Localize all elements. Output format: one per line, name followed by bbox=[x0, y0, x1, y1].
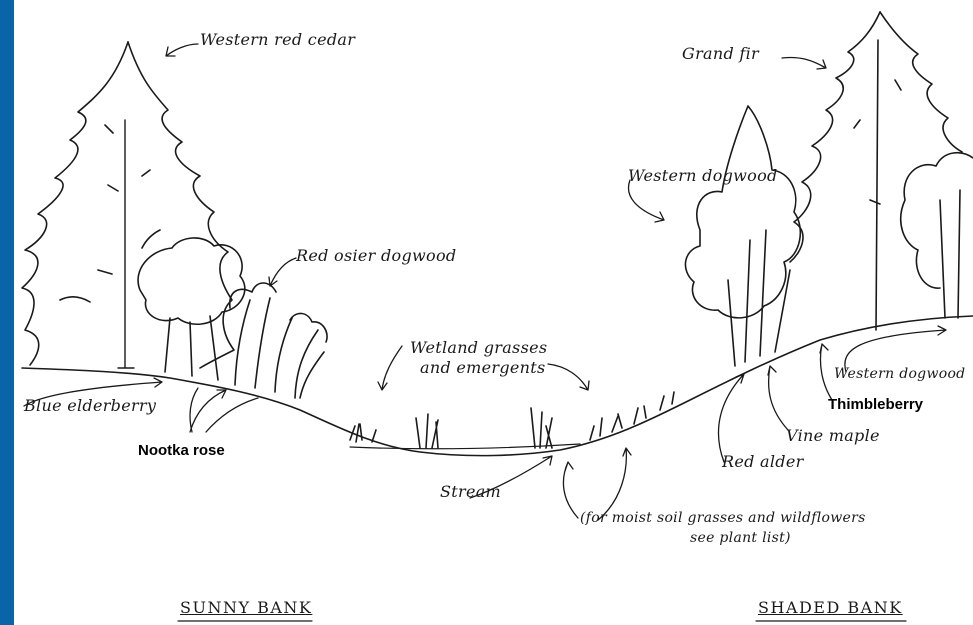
label-stream: Stream bbox=[440, 482, 501, 501]
label-red-osier-dogwood: Red osier dogwood bbox=[296, 246, 456, 265]
wetland-grasses bbox=[350, 392, 674, 448]
label-western-dogwood-right: Western dogwood bbox=[834, 366, 965, 382]
label-western-red-cedar: Western red cedar bbox=[200, 30, 355, 49]
label-moist-soil-line2: see plant list) bbox=[690, 530, 791, 546]
label-red-alder: Red alder bbox=[722, 452, 804, 471]
label-vine-maple: Vine maple bbox=[786, 426, 880, 445]
label-sunny-bank: SUNNY BANK bbox=[180, 598, 312, 617]
label-blue-elderberry: Blue elderberry bbox=[24, 396, 156, 415]
label-thimbleberry: Thimbleberry bbox=[828, 396, 923, 413]
label-nootka-rose: Nootka rose bbox=[138, 442, 225, 459]
grand-fir-tree bbox=[790, 12, 962, 330]
red-osier-dogwood-shrubs bbox=[230, 283, 327, 398]
label-moist-soil-line1: (for moist soil grasses and wildflowers bbox=[580, 510, 866, 526]
label-grand-fir: Grand fir bbox=[682, 44, 759, 63]
label-shaded-bank: SHADED BANK bbox=[758, 598, 903, 617]
label-wetland-grasses-line2: and emergents bbox=[420, 358, 546, 377]
western-dogwood-tree bbox=[685, 106, 800, 366]
label-wetland-grasses-line1: Wetland grasses bbox=[410, 338, 547, 357]
label-western-dogwood-top: Western dogwood bbox=[628, 166, 778, 185]
blue-elderberry-shrub bbox=[138, 238, 245, 380]
right-edge-tree bbox=[901, 153, 973, 318]
western-red-cedar-tree bbox=[22, 42, 234, 368]
